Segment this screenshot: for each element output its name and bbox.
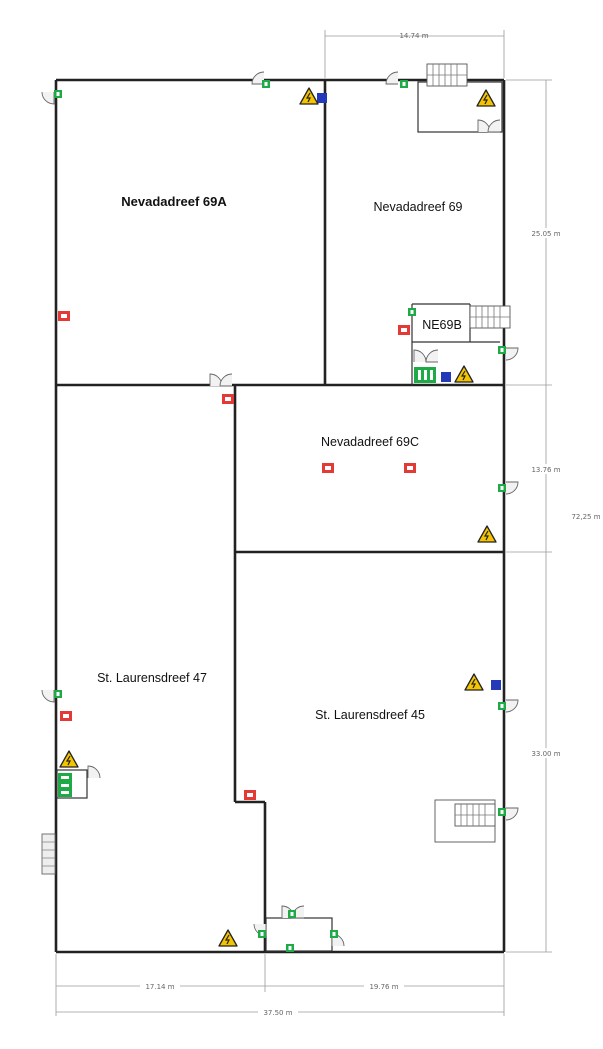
door-swing-icon[interactable]: [413, 349, 427, 363]
emergency-exit-icon: [498, 702, 506, 710]
inner-walls: [56, 80, 504, 952]
door-swing-icon[interactable]: [505, 481, 519, 495]
dimension-label-total-height: 72,25 m: [571, 513, 600, 521]
emergency-exit-sign: [58, 773, 72, 797]
emergency-exit-icon: [498, 346, 506, 354]
dimension-label-top: 14.74 m: [399, 32, 428, 40]
high-voltage-warning-icon: [59, 750, 79, 768]
door-swing-icon[interactable]: [505, 347, 519, 361]
electrical-panel-icon: [491, 680, 501, 690]
door-swing-icon[interactable]: [41, 689, 55, 703]
exit-cabinet: [56, 769, 88, 799]
emergency-exit-icon: [54, 690, 62, 698]
high-voltage-warning-icon: [299, 87, 319, 105]
fire-extinguisher-icon: [58, 311, 70, 321]
high-voltage-warning-icon: [464, 673, 484, 691]
electrical-panel-icon: [317, 93, 327, 103]
emergency-exit-icon: [498, 808, 506, 816]
door-swing-icon[interactable]: [87, 765, 101, 779]
high-voltage-warning-icon: [454, 365, 474, 383]
room-label-st-laurensdreef-47: St. Laurensdreef 47: [97, 671, 207, 685]
emergency-exit-icon: [288, 910, 296, 918]
door-swing-icon[interactable]: [487, 119, 501, 133]
emergency-exit-icon: [258, 930, 266, 938]
emergency-exit-icon: [286, 944, 294, 952]
stairs-right-lower: [434, 799, 496, 843]
fire-extinguisher-icon: [322, 463, 334, 473]
emergency-exit-icon: [400, 80, 408, 88]
dimension-right: 25.05 m 13.76 m 33.00 m 72,25 m: [506, 79, 601, 953]
stairs-ne69b: [469, 305, 511, 329]
door-swing-icon[interactable]: [41, 91, 55, 105]
fire-extinguisher-icon: [398, 325, 410, 335]
room-label-ne69b: NE69B: [422, 318, 462, 332]
door-swing-icon[interactable]: [505, 699, 519, 713]
door-swing-icon[interactable]: [219, 373, 233, 387]
room-label-nevadadreef-69c: Nevadadreef 69C: [321, 435, 419, 449]
stairs-top-right: [426, 63, 468, 87]
stairs-left-outside: [41, 833, 56, 875]
emergency-exit-icon: [330, 930, 338, 938]
emergency-exit-icon: [262, 80, 270, 88]
room-label-nevadadreef-69: Nevadadreef 69: [374, 200, 463, 214]
dimension-top: 14.74 m: [324, 30, 505, 78]
dimension-label-right-lower: 33.00 m: [531, 750, 560, 758]
dimension-label-bottom-left: 17.14 m: [145, 983, 174, 991]
dimension-label-right-upper: 25.05 m: [531, 230, 560, 238]
emergency-exit-icon: [54, 90, 62, 98]
room-label-st-laurensdreef-45: St. Laurensdreef 45: [315, 708, 425, 722]
fire-extinguisher-icon: [404, 463, 416, 473]
emergency-exit-icon: [498, 484, 506, 492]
high-voltage-warning-icon: [476, 89, 496, 107]
dimension-label-total-width: 37.50 m: [263, 1009, 292, 1017]
door-swing-icon[interactable]: [385, 71, 399, 85]
fire-extinguisher-icon: [60, 711, 72, 721]
room-label-nevadadreef-69a: Nevadadreef 69A: [121, 194, 227, 209]
high-voltage-warning-icon: [218, 929, 238, 947]
fire-extinguisher-icon: [244, 790, 256, 800]
fire-extinguisher-icon: [222, 394, 234, 404]
emergency-exit-icon: [408, 308, 416, 316]
door-swing-icon[interactable]: [425, 349, 439, 363]
electrical-panel-icon: [441, 372, 451, 382]
high-voltage-warning-icon: [477, 525, 497, 543]
dimension-bottom: 17.14 m 19.76 m 37.50 m: [55, 954, 505, 1017]
dimension-label-right-middle: 13.76 m: [531, 466, 560, 474]
emergency-exit-sign: [414, 367, 436, 383]
dimension-label-bottom-right: 19.76 m: [369, 983, 398, 991]
door-swing-icon[interactable]: [505, 807, 519, 821]
